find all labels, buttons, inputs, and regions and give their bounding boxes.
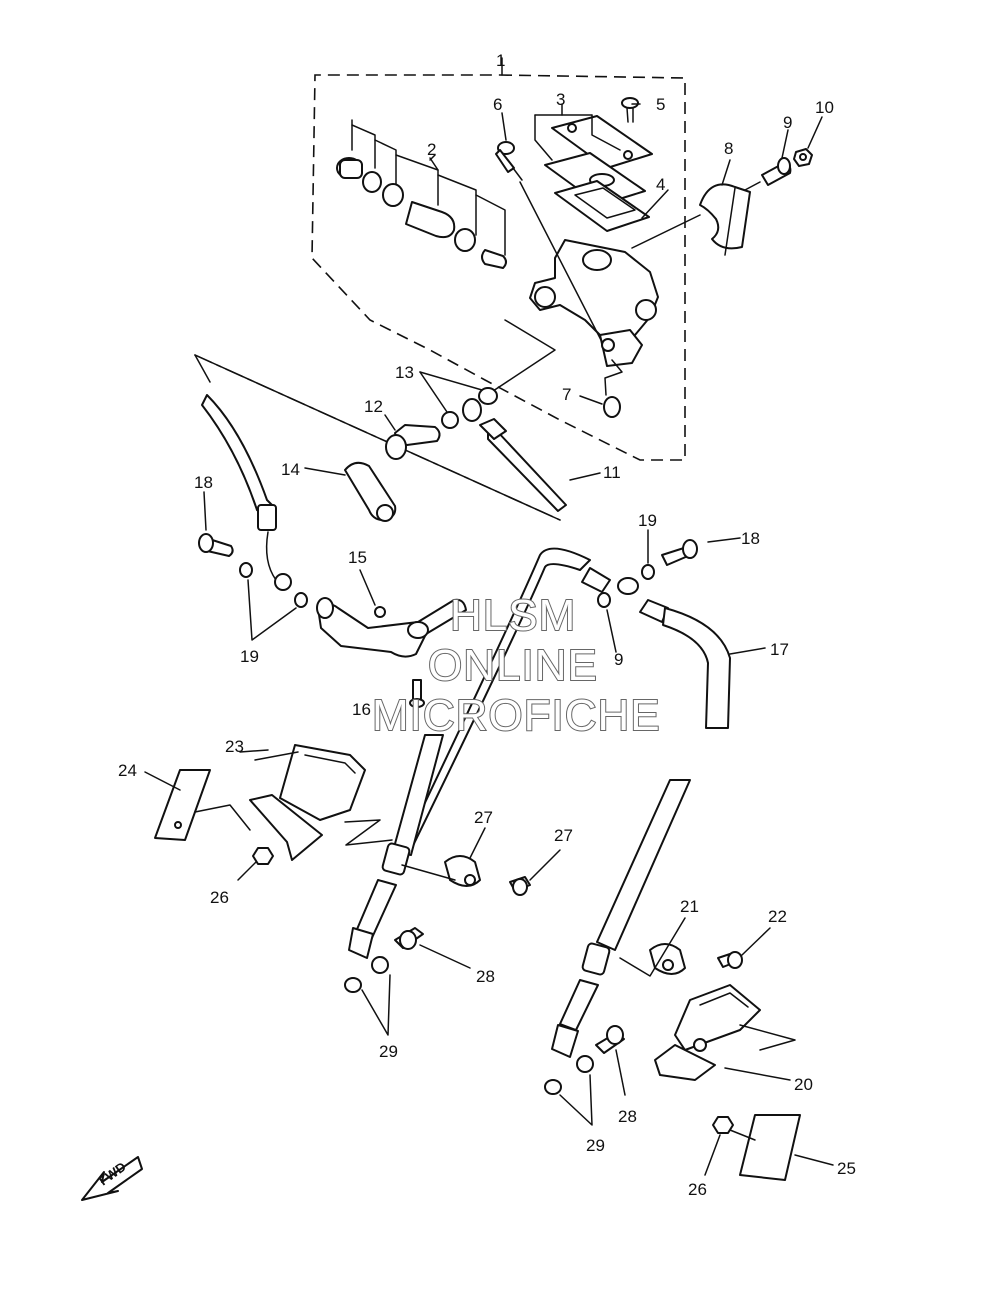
bleed-screw-6 [495,141,603,343]
screw-16 [409,679,425,708]
nut-27-left [237,847,274,881]
bolt-18-right [661,537,741,566]
callout-20: 20 [794,1075,813,1094]
callout-29-right: 29 [586,1136,605,1155]
callout-9-mid: 9 [614,650,623,669]
bolt-22 [717,927,771,969]
union-bolt-12 [384,414,441,460]
callout-19-left: 19 [240,647,259,666]
washers-19-left [239,562,308,641]
callout-27-right: 26 [688,1180,707,1199]
washers-19-right [597,529,655,653]
assembly-boundary [311,74,686,461]
brake-hose-11 [194,319,567,521]
brake-hose-right-lower [551,779,691,1058]
callout-5: 5 [656,95,665,114]
callout-24: 27 [474,808,493,827]
cover-26-left [144,769,251,841]
z-arrow-mark [344,819,393,846]
callout-1: 1 [496,51,505,70]
callout-19-right: 19 [638,511,657,530]
callout-3: 3 [556,90,565,109]
washers-29-right [544,1055,594,1126]
holder-8 [631,183,751,256]
bleed-cap-7 [603,359,623,418]
callout-15: 15 [348,548,367,567]
callout-22: 22 [768,907,787,926]
watermark-line-3: MICROFICHE [372,691,661,740]
callout-12: 12 [364,397,383,416]
forward-direction-arrow: FWD [81,1156,143,1201]
brake-hose-17 [399,547,766,863]
callout-29-left: 29 [379,1042,398,1061]
watermark-line-1: HLSM [450,591,576,640]
callout-16: 16 [352,700,371,719]
callout-2: 2 [427,140,436,159]
rubber-boot-14 [304,461,397,522]
callout-10: 10 [815,98,834,117]
callout-7: 7 [562,385,571,404]
clamp-24 [401,827,486,887]
callout-26-left: 24 [118,761,137,780]
nut-10 [793,148,813,167]
brake-hose-left-upper [201,394,292,591]
callout-27-left: 26 [210,888,229,907]
three-way-joint-15 [316,569,467,658]
brake-hose-left-lower [348,734,444,959]
callout-26-right: 25 [837,1159,856,1178]
clamp-21 [619,917,686,977]
callout-6: 6 [493,95,502,114]
callout-28-left: 28 [476,967,495,986]
callout-18-right: 18 [741,529,760,548]
screw-5 [621,97,639,123]
callout-14: 14 [281,460,300,479]
callout-17: 17 [770,640,789,659]
washers-13 [419,371,498,429]
watermark: HLSM ONLINE MICROFICHE [371,590,661,741]
callout-9-top: 9 [783,113,792,132]
callout-8: 8 [724,139,733,158]
bolt-25 [509,849,561,896]
bolt-9 [744,157,792,191]
watermark-line-2: ONLINE [428,641,598,690]
callout-18-left: 18 [194,473,213,492]
callout-21: 21 [680,897,699,916]
bolt-18-left [198,491,234,557]
bracket-23 [239,744,366,861]
cover-26-right [729,1114,834,1181]
bolt-28-right [595,1025,626,1096]
nut-27-right [704,1116,734,1176]
washers-29-left [344,956,391,1036]
callout-25: 27 [554,826,573,845]
callout-leaders [429,57,823,481]
callout-labels: 1 2 3 4 5 6 7 8 9 9 10 11 12 13 14 15 16… [118,51,856,1199]
callout-4: 4 [656,175,665,194]
bolt-28-left [394,927,471,969]
piston-kit [336,157,507,269]
callout-11: 11 [603,463,621,482]
piston-kit-bracket [351,119,506,256]
reservoir-cap-set [534,114,653,232]
callout-13: 13 [395,363,414,382]
callout-28-right: 28 [618,1107,637,1126]
callout-23: 23 [225,737,244,756]
bracket-20 [654,984,796,1081]
